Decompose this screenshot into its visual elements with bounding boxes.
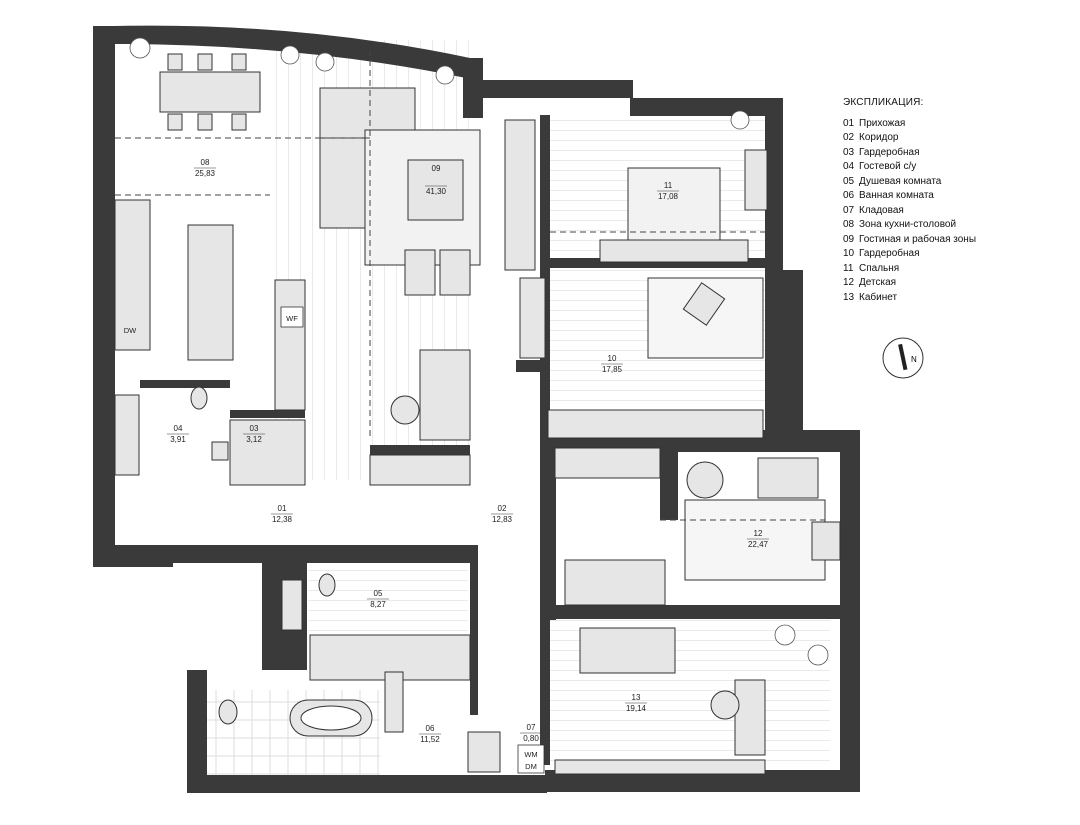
room-09-area: 41,30 bbox=[426, 187, 447, 196]
fixture-labels: DW WF WM DM bbox=[124, 306, 545, 774]
legend-item-num: 03 bbox=[843, 146, 855, 158]
room-12-area: 22,47 bbox=[748, 540, 769, 549]
wine-fridge-label: WF bbox=[286, 314, 298, 323]
legend-item: 04 Гостевой с/у bbox=[843, 160, 976, 175]
compass-label: N bbox=[911, 355, 917, 364]
room-10-num: 10 bbox=[608, 354, 617, 363]
legend-item-name: Зона кухни-столовой bbox=[859, 219, 957, 230]
legend-item-name: Кладовая bbox=[859, 204, 904, 216]
north-compass: N bbox=[882, 337, 924, 379]
legend-item-name: Ванная комната bbox=[859, 190, 934, 201]
room-13-area: 19,14 bbox=[626, 704, 647, 713]
plants bbox=[129, 37, 829, 666]
dashed-lines bbox=[115, 50, 825, 521]
legend-item-name: Гардеробная bbox=[859, 248, 920, 259]
legend-item-name: Гардеробная bbox=[859, 146, 920, 158]
room-07-num: 07 bbox=[527, 723, 536, 732]
legend-item-name: Спальня bbox=[859, 262, 900, 274]
kitchen-furniture bbox=[114, 53, 306, 486]
walls bbox=[93, 25, 860, 793]
room-11-num: 11 bbox=[664, 181, 673, 190]
room-12-num: 12 bbox=[754, 529, 763, 538]
room-08-area: 25,83 bbox=[195, 169, 216, 178]
north-arrow-icon bbox=[898, 343, 908, 371]
legend-item: 10 Гардеробная bbox=[843, 247, 976, 262]
room-03-num: 03 bbox=[250, 424, 259, 433]
room-03-area: 3,12 bbox=[246, 435, 262, 444]
legend-item-num: 09 bbox=[843, 233, 855, 245]
legend-item-name: Кабинет bbox=[859, 291, 898, 303]
legend-item: 09 Гостиная и рабочая зоны bbox=[843, 233, 976, 248]
legend-item-num: 05 bbox=[843, 175, 855, 187]
legend-item: 13 Кабинет bbox=[843, 291, 976, 306]
room-01-num: 01 bbox=[278, 504, 287, 513]
legend-item-num: 01 bbox=[843, 117, 855, 129]
room-10-area: 17,85 bbox=[602, 365, 623, 374]
legend-item: 02 Коридор bbox=[843, 131, 976, 146]
room-05-num: 05 bbox=[374, 589, 383, 598]
legend-item-name: Коридор bbox=[859, 132, 899, 143]
room-04-num: 04 bbox=[174, 424, 183, 433]
room-09-num: 09 bbox=[432, 164, 441, 173]
cabinet-furniture bbox=[554, 627, 766, 775]
room-08-num: 08 bbox=[201, 158, 210, 167]
legend-item-num: 08 bbox=[843, 219, 855, 230]
room-06-area: 11,52 bbox=[420, 735, 440, 744]
room-04-area: 3,91 bbox=[170, 435, 186, 444]
legend-item-num: 07 bbox=[843, 204, 855, 216]
legend-item-name: Душевая комната bbox=[859, 175, 942, 187]
legend-item: 12 Детская bbox=[843, 276, 976, 291]
dishwasher-label: DW bbox=[124, 326, 137, 335]
washing-machine-label: WM bbox=[524, 750, 537, 759]
legend-item: 07 Кладовая bbox=[843, 204, 976, 219]
legend-item-num: 10 bbox=[843, 248, 855, 259]
dryer-label: DM bbox=[525, 762, 537, 771]
legend-item-num: 02 bbox=[843, 132, 855, 143]
legend-item: 11 Спальня bbox=[843, 262, 976, 277]
legend-item: 06 Ванная комната bbox=[843, 189, 976, 204]
legend-item-num: 12 bbox=[843, 277, 855, 288]
room-02-area: 12,83 bbox=[492, 515, 513, 524]
room-labels: 08 25,83 09 41,30 11 17,08 10 17,85 04 3… bbox=[167, 158, 769, 744]
legend-item-num: 11 bbox=[843, 262, 854, 274]
room-05-area: 8,27 bbox=[370, 600, 386, 609]
room-06-num: 06 bbox=[426, 724, 435, 733]
bedroom-furniture bbox=[547, 149, 768, 439]
room-01-area: 12,38 bbox=[272, 515, 293, 524]
room-11-area: 17,08 bbox=[658, 192, 679, 201]
legend-item: 01 Прихожая bbox=[843, 117, 976, 132]
room-07-area: 0,80 bbox=[523, 734, 539, 743]
kids-furniture bbox=[554, 447, 841, 606]
legend-item: 05 Душевая комната bbox=[843, 175, 976, 190]
bathroom-fixtures bbox=[190, 386, 501, 773]
legend-item-name: Детская bbox=[859, 277, 897, 288]
legend-item-name: Прихожая bbox=[859, 117, 906, 129]
legend-item-num: 04 bbox=[843, 161, 855, 172]
legend-item: 08 Зона кухни-столовой bbox=[843, 218, 976, 233]
legend-item: 03 Гардеробная bbox=[843, 146, 976, 161]
legend-item-num: 13 bbox=[843, 291, 855, 303]
living-furniture bbox=[319, 87, 546, 486]
legend-item-name: Гостевой с/у bbox=[859, 161, 917, 172]
room-13-num: 13 bbox=[632, 693, 641, 702]
legend-title: ЭКСПЛИКАЦИЯ: bbox=[843, 97, 924, 108]
legend-item-num: 06 bbox=[843, 190, 855, 201]
room-02-num: 02 bbox=[498, 504, 507, 513]
legend-item-name: Гостиная и рабочая зоны bbox=[859, 233, 977, 245]
